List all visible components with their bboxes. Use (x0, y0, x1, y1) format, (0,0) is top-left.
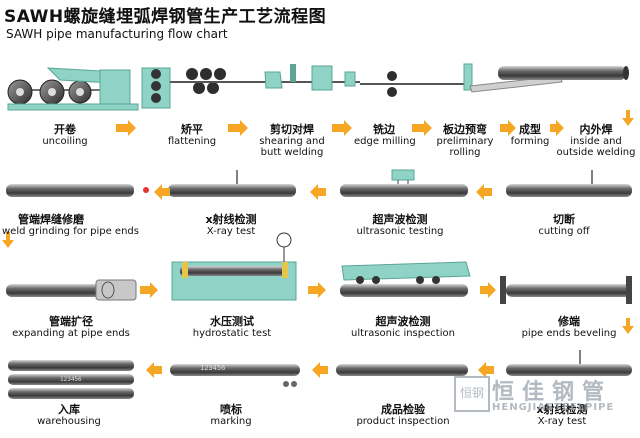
arrow-r4-1 (146, 362, 162, 378)
forming-stand (463, 63, 473, 91)
uncoiler-frame (99, 69, 131, 109)
expander-head (95, 279, 137, 301)
pipe-expanding (6, 284, 118, 297)
pipe-inspection (336, 364, 468, 376)
pipe-cutoff (506, 184, 632, 197)
pipe-beveling (506, 284, 632, 297)
row2-pipes (6, 169, 632, 197)
pipe-ultrasonic (340, 184, 468, 197)
arrow-down-1 (622, 110, 634, 126)
pipe-stack-marking-text: 123456 (60, 376, 82, 383)
flow-arrows (2, 110, 634, 378)
arrow-r2-2 (310, 184, 326, 200)
arrow-r1-5 (500, 120, 516, 136)
watermark-en: HENGJIASTEELPIPE (492, 402, 615, 413)
arrow-r1-6 (550, 120, 564, 136)
pipe-grinding (6, 184, 134, 197)
arrow-r2-3 (476, 184, 492, 200)
arrow-down-2 (2, 232, 14, 248)
ultrasonic-probe (391, 169, 415, 181)
chart-title: SAWH螺旋缝埋弧焊钢管生产工艺流程图 (4, 7, 327, 27)
watermark-cn: 恒佳钢管 (492, 380, 613, 405)
chart-subtitle: SAWH pipe manufacturing flow chart (6, 27, 228, 41)
row4-pipes (8, 350, 632, 399)
pipe-stack-3 (8, 388, 134, 399)
arrow-r1-2 (228, 120, 248, 136)
pipe-xray-final (506, 364, 632, 376)
arrow-r3-3 (480, 282, 496, 298)
arrow-r4-2 (312, 362, 328, 378)
arrow-r1-4 (412, 120, 432, 136)
arrow-r4-3 (478, 362, 494, 378)
pipe-marking-text: 123456 (200, 364, 226, 372)
arrow-r3-2 (308, 282, 326, 298)
shear-machine (264, 71, 283, 89)
arrow-r3-1 (140, 282, 158, 298)
row1-production-line (7, 63, 629, 111)
pipe-stack-1 (8, 360, 134, 371)
row3-pipes (6, 232, 632, 304)
ultrasonic-bench (341, 261, 471, 281)
arrow-r1-3 (332, 120, 352, 136)
pipe-marking (170, 364, 300, 376)
pipe-xray (168, 184, 296, 197)
arrow-r2-1 (154, 184, 170, 200)
formed-pipe (498, 66, 626, 80)
watermark-logo: 恒钢 (454, 376, 490, 412)
arrow-r1-1 (116, 120, 136, 136)
milling-machine (311, 65, 333, 91)
arrow-down-3 (622, 318, 634, 334)
pipe-ultrasonic-inspection (340, 284, 468, 297)
pipe-stack-2 (8, 374, 134, 385)
